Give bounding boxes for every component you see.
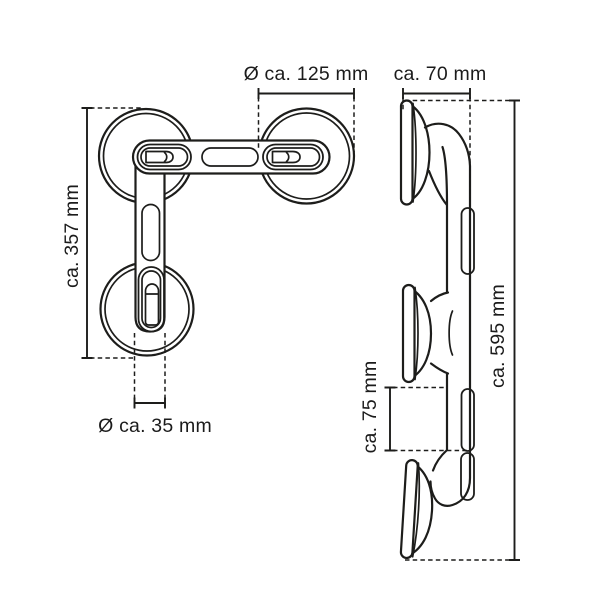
left-lever-pull xyxy=(145,150,174,164)
dimension-line xyxy=(81,107,93,359)
handle-outer-outline xyxy=(423,122,472,507)
side-cup-middle xyxy=(401,283,433,384)
cup-rim-line xyxy=(411,462,421,558)
side-cup-top xyxy=(399,99,431,206)
middle-mount-lower-edge xyxy=(429,362,450,375)
vertical-bar-slot xyxy=(141,203,161,262)
bottom-lever-pull xyxy=(144,283,160,326)
extension-line-dashed xyxy=(405,99,516,561)
middle-mount-neck xyxy=(448,310,454,356)
extension-line-dashed xyxy=(90,107,143,359)
cup-rim-line xyxy=(412,102,417,203)
right-lever-inner xyxy=(266,147,321,167)
extension-line-dashed xyxy=(257,97,355,152)
dimension-depth-70: ca. 70 mm xyxy=(394,63,487,206)
dimension-line xyxy=(257,88,355,99)
dimension-grip-section-75: ca. 75 mm xyxy=(359,361,467,454)
left-lever-inner xyxy=(140,147,189,167)
right-lever-tick xyxy=(285,151,290,163)
cup-face xyxy=(399,99,414,206)
extension-line-dashed xyxy=(133,333,166,409)
bottom-lever-inner xyxy=(141,270,162,329)
cup-dome-line xyxy=(408,463,434,557)
extension-line-dashed xyxy=(393,386,467,452)
dimension-line xyxy=(133,397,166,409)
dimension-line xyxy=(402,88,471,99)
left-lever-tick xyxy=(163,151,168,163)
dimension-label: ca. 75 mm xyxy=(359,361,381,454)
dimension-line xyxy=(384,386,396,452)
cup-rim-line xyxy=(414,286,419,381)
cup-face xyxy=(399,458,419,560)
grip-segment-middle xyxy=(460,388,475,452)
side-cup-bottom xyxy=(399,458,434,560)
top-arm-lower-curve xyxy=(427,169,448,206)
middle-mount-upper-edge xyxy=(429,291,450,303)
grip-segment-upper xyxy=(460,207,475,275)
dimension-height-357: ca. 357 mm xyxy=(61,107,143,359)
side-view xyxy=(399,99,475,560)
dimension-line xyxy=(509,99,520,561)
dimension-label: ca. 357 mm xyxy=(61,184,83,288)
center-slot xyxy=(201,147,259,167)
middle-mount-fill xyxy=(431,292,448,374)
cup-dome-line xyxy=(408,103,431,202)
dimension-label: ca. 595 mm xyxy=(487,284,509,388)
extension-line-dashed xyxy=(402,97,471,206)
cup-face xyxy=(401,283,416,384)
dimension-label: Ø ca. 125 mm xyxy=(244,63,369,85)
dimension-label: ca. 70 mm xyxy=(394,63,487,85)
dimension-length-595: ca. 595 mm xyxy=(405,99,520,561)
dimension-label: Ø ca. 35 mm xyxy=(98,415,212,437)
front-view xyxy=(97,107,356,357)
cup-dome-line xyxy=(410,287,433,380)
right-lever-pull xyxy=(271,150,301,164)
dimension-cup-diameter-125: Ø ca. 125 mm xyxy=(244,63,369,152)
dimension-lever-diameter-35: Ø ca. 35 mm xyxy=(98,333,212,437)
